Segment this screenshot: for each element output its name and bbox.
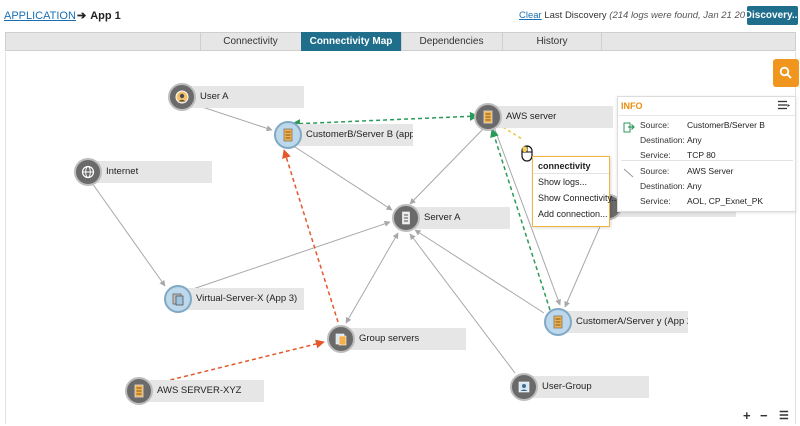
node-label: CustomerA/Server y (App 2) — [558, 311, 688, 333]
breadcrumb-separator: ➔ — [76, 10, 87, 22]
source-value: AWS Server — [687, 166, 734, 176]
breadcrumb-current: App 1 — [90, 10, 121, 22]
server-app-icon — [474, 103, 502, 131]
connectivity-context-menu: connectivity Show logs... Show Connectiv… — [532, 156, 619, 227]
mouse-icon — [521, 145, 533, 162]
tab-dependencies[interactable]: Dependencies — [401, 32, 501, 51]
connection-line-icon — [623, 168, 634, 178]
breadcrumb: APPLICATION➔ App 1 — [4, 9, 121, 22]
node-label: Server A — [406, 207, 510, 229]
edge-servera-group — [345, 232, 399, 324]
edge-aws-customerb-dashed — [291, 111, 479, 129]
last-discovery-info: Clear Last Discovery (214 logs were foun… — [519, 10, 796, 21]
edge-internet-virtual — [91, 182, 166, 287]
edge-customera-aws-dashed — [490, 128, 551, 311]
context-menu-title: connectivity — [533, 157, 609, 174]
menu-item-add-connection[interactable]: Add connection... — [538, 209, 608, 219]
zoom-out-button[interactable]: − — [760, 408, 768, 423]
edge-aws-mouse-dashed — [497, 123, 523, 140]
info-panel-title: INFO — [621, 101, 643, 111]
clear-link[interactable]: Clear — [519, 10, 542, 21]
edge-aws-customera — [493, 126, 561, 306]
source-label: Source: — [640, 120, 670, 130]
node-label: AWS SERVER-XYZ — [139, 380, 264, 402]
node-label: Internet — [88, 161, 212, 183]
breadcrumb-application-link[interactable]: APPLICATION — [4, 10, 76, 22]
list-view-button[interactable]: ☰ — [779, 410, 789, 422]
server-icon — [392, 204, 420, 232]
service-value: AOL, CP_Exnet_PK — [687, 196, 764, 206]
node-label: User A — [182, 86, 304, 108]
info-panel: INFO Source: CustomerB/Server B Destinat… — [617, 96, 796, 212]
edge-usergroup-servera — [409, 233, 516, 374]
last-discovery-detail: (214 logs were found, Jan 21 2016 at 13:… — [609, 10, 796, 21]
user-icon — [168, 83, 196, 111]
edge-awsxyz-group-dashed — [149, 339, 325, 386]
last-discovery-label: Last Discovery — [544, 10, 607, 21]
node-label: AWS server — [488, 106, 613, 128]
menu-item-show-connectivity[interactable]: Show Connectivity... — [538, 193, 619, 203]
globe-icon — [74, 158, 102, 186]
server-app-icon — [274, 121, 302, 149]
connectivity-map-canvas[interactable] — [5, 52, 796, 424]
discovery-button[interactable]: Discovery... — [745, 6, 800, 25]
destination-label: Destination: — [640, 181, 685, 191]
user-group-icon — [510, 373, 538, 401]
destination-value: Any — [687, 181, 702, 191]
info-divider — [621, 160, 793, 161]
service-label: Service: — [640, 150, 671, 160]
edge-group-customerb-dashed — [282, 149, 339, 323]
destination-value: Any — [687, 135, 702, 145]
edge-virtual-servera — [189, 220, 391, 291]
edge-aws-servera — [409, 127, 485, 205]
server-app-icon — [544, 308, 572, 336]
tab-history[interactable]: History — [502, 32, 602, 51]
menu-icon[interactable] — [778, 100, 790, 113]
info-header-divider — [618, 115, 795, 116]
edge-customera-servera — [414, 229, 545, 314]
zoom-in-button[interactable]: + — [743, 408, 751, 423]
source-label: Source: — [640, 166, 670, 176]
server-app-icon — [125, 377, 153, 405]
source-value: CustomerB/Server B — [687, 120, 765, 130]
edge-right-customera — [564, 214, 606, 308]
search-button[interactable] — [773, 59, 799, 87]
tab-connectivity-map[interactable]: Connectivity Map — [301, 32, 401, 51]
service-value: TCP 80 — [687, 150, 716, 160]
connection-allowed-icon — [623, 122, 635, 133]
search-icon — [779, 66, 792, 79]
service-label: Service: — [640, 196, 671, 206]
edge-customerb-servera — [291, 144, 393, 211]
menu-item-show-logs[interactable]: Show logs... — [538, 177, 588, 187]
top-bar: APPLICATION➔ App 1 Clear Last Discovery … — [0, 0, 800, 30]
group-icon — [327, 325, 355, 353]
node-label: Virtual-Server-X (App 3) — [178, 288, 304, 310]
virtual-server-icon — [164, 285, 192, 313]
destination-label: Destination: — [640, 135, 685, 145]
node-label: Group servers — [341, 328, 466, 350]
node-label: User-Group — [524, 376, 649, 398]
tab-connectivity[interactable]: Connectivity — [200, 32, 300, 51]
node-label: CustomerB/Server B (applica... — [288, 124, 413, 146]
